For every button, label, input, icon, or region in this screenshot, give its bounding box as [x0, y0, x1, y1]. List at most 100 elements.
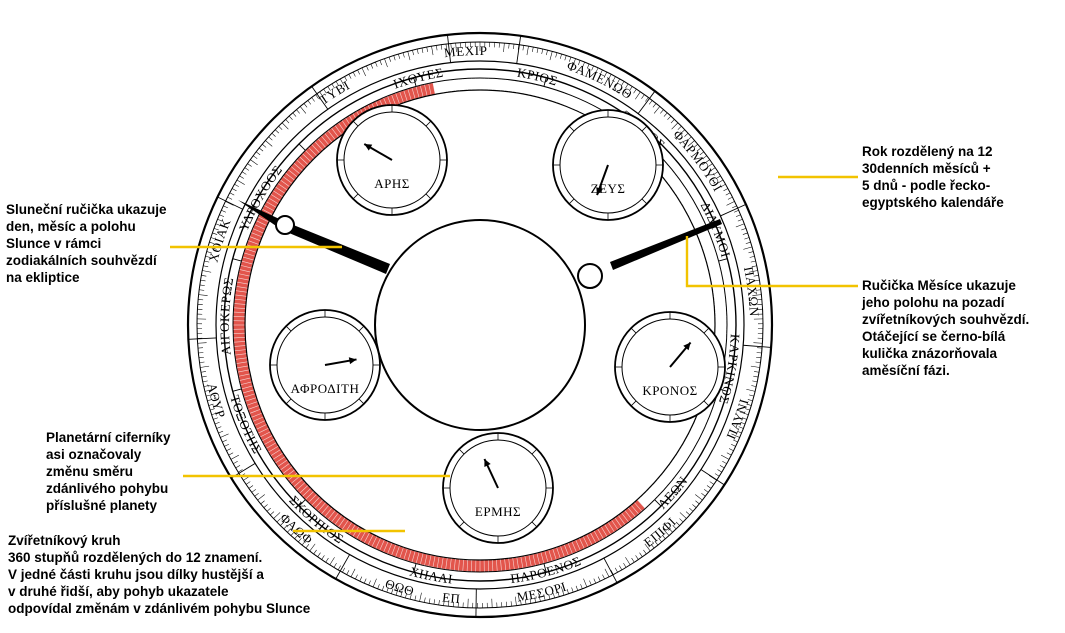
calendar-day-tick	[727, 453, 731, 455]
calendar-month-2-text: ΦΑΜΕΝΩΘ	[565, 58, 635, 102]
calendar-day-tick	[199, 290, 204, 291]
calendar-day-tick	[225, 201, 233, 205]
calendar-day-tick	[728, 197, 732, 199]
calendar-day-tick	[300, 106, 306, 113]
calendar-day-tick	[270, 512, 274, 515]
zodiac-band-tick	[706, 257, 717, 260]
calendar-day-tick	[326, 558, 329, 562]
calendar-day-tick	[380, 60, 382, 65]
zodiac-band-tick	[682, 198, 691, 204]
zodiac-band-tick	[583, 103, 588, 113]
calendar-day-tick	[398, 54, 399, 59]
zodiac-band-tick	[686, 205, 696, 210]
zodiac-band-tick	[684, 202, 694, 208]
zodiac-band-tick	[568, 96, 572, 106]
zodiac-band-tick	[652, 486, 660, 494]
calendar-day-tick	[242, 172, 246, 175]
calendar-day-tick	[218, 431, 223, 433]
planet-dial-5-label: ΕΡΜΗΣ	[475, 504, 521, 519]
calendar-day-tick	[576, 586, 578, 591]
calendar-day-tick	[289, 116, 292, 120]
calendar-day-tick	[403, 53, 404, 58]
zodiac-band-tick	[693, 425, 703, 430]
calendar-day-tick	[701, 493, 705, 496]
calendar-day-tick	[202, 271, 211, 273]
calendar-day-tick	[732, 206, 737, 208]
callout-zodiac-circle-body: 360 stupňů rozdělených do 12 znamení. V …	[8, 549, 310, 617]
calendar-month-3: ΦΑΡΜΟΥΘΙ	[670, 127, 726, 194]
calendar-month-divider	[743, 345, 771, 347]
calendar-day-tick	[746, 389, 755, 391]
calendar-day-tick	[366, 66, 368, 71]
calendar-day-tick	[296, 110, 299, 114]
calendar-day-tick	[707, 485, 711, 488]
calendar-day-tick	[252, 489, 256, 492]
calendar-month-divider	[188, 338, 216, 339]
calendar-month-divider	[517, 36, 521, 64]
zodiac-band-tick	[666, 470, 675, 477]
calendar-day-tick	[249, 485, 253, 488]
calendar-day-tick	[338, 566, 341, 570]
calendar-day-tick	[293, 113, 296, 117]
calendar-day-tick	[641, 95, 644, 99]
calendar-day-tick	[199, 357, 204, 358]
calendar-day-tick	[224, 444, 229, 446]
calendar-day-tick	[351, 569, 355, 577]
calendar-day-tick	[441, 45, 442, 50]
zodiac-band-tick	[647, 492, 655, 500]
calendar-month-divider	[720, 204, 745, 216]
zodiac-band-tick	[655, 483, 663, 490]
callout-sun-pointer: Sluneční ručička ukazuje den, měsíc a po…	[6, 201, 167, 286]
zodiac-band-tick	[463, 79, 464, 90]
center-disc	[375, 220, 585, 430]
zodiac-sign-divider	[719, 259, 728, 261]
zodiac-band-tick	[692, 217, 702, 222]
calendar-day-tick	[240, 176, 244, 179]
calendar-day-tick	[200, 362, 205, 363]
calendar-day-tick	[424, 598, 425, 603]
calendar-day-tick	[275, 130, 279, 133]
calendar-day-tick	[417, 49, 418, 54]
calendar-day-tick	[602, 575, 604, 579]
calendar-day-tick	[217, 427, 222, 429]
calendar-day-tick	[202, 376, 207, 377]
calendar-day-tick	[408, 51, 410, 60]
calendar-day-tick	[436, 45, 437, 50]
zodiac-band-tick	[663, 170, 672, 177]
calendar-day-tick	[619, 566, 622, 570]
calendar-day-tick	[743, 247, 752, 249]
calendar-day-tick	[636, 555, 639, 559]
calendar-day-tick	[598, 577, 600, 582]
calendar-day-tick	[710, 482, 714, 485]
calendar-day-tick	[667, 116, 670, 120]
calendar-day-tick	[232, 188, 236, 190]
calendar-day-tick	[729, 449, 733, 451]
calendar-month-divider	[701, 470, 724, 485]
zodiac-band-tick	[715, 308, 726, 309]
calendar-day-tick	[312, 97, 315, 101]
calendar-day-tick	[375, 62, 377, 67]
calendar-month-2: ΦΑΜΕΝΩΘ	[565, 58, 635, 102]
calendar-day-tick	[355, 575, 357, 579]
calendar-day-tick	[664, 113, 667, 117]
zodiac-band-tick	[693, 221, 703, 226]
zodiac-band-tick	[553, 91, 556, 101]
calendar-day-tick	[314, 550, 317, 554]
calendar-day-tick	[721, 455, 729, 459]
calendar-day-tick	[246, 482, 250, 485]
calendar-day-tick	[723, 188, 727, 190]
calendar-day-tick	[532, 47, 533, 52]
calendar-day-tick	[615, 568, 617, 572]
calendar-day-tick	[334, 563, 337, 567]
calendar-day-tick	[255, 493, 259, 496]
zodiac-band-tick	[663, 473, 672, 480]
zodiac-band-tick	[709, 270, 720, 272]
calendar-day-tick	[736, 224, 744, 227]
zodiac-band-tick	[541, 87, 544, 98]
calendar-day-tick	[605, 569, 609, 577]
calendar-day-tick	[643, 550, 646, 554]
zodiac-band-tick	[517, 82, 519, 93]
calendar-day-tick	[267, 508, 271, 511]
calendar-day-tick	[394, 55, 396, 60]
